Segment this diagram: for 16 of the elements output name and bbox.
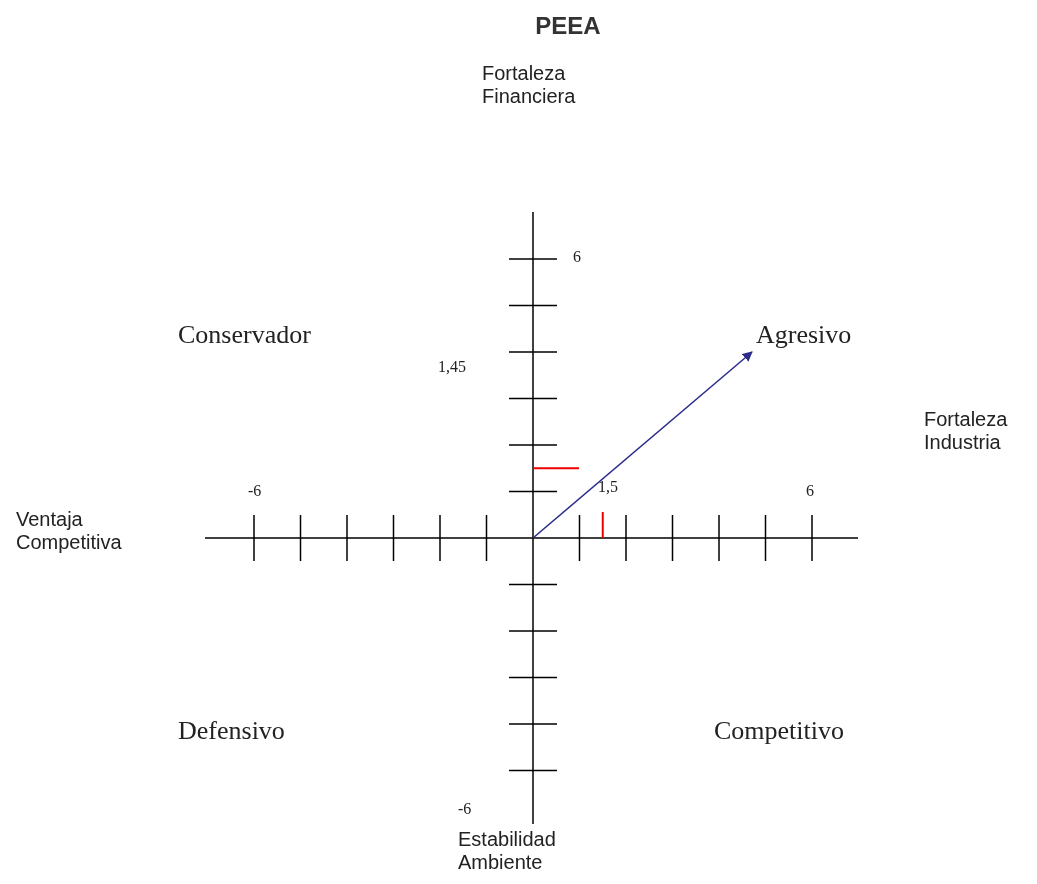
axis-title: Ventaja Competitiva bbox=[16, 508, 123, 554]
tick-label: 6 bbox=[573, 248, 581, 266]
tick-label: -6 bbox=[458, 800, 472, 818]
quadrant-label: Defensivo bbox=[174, 714, 289, 748]
diagram-title: PEEA bbox=[534, 12, 602, 40]
vector-arrow bbox=[532, 351, 753, 539]
quadrant-label: Conservador bbox=[174, 318, 315, 352]
axis-title: Estabilidad Ambiente bbox=[458, 828, 557, 874]
axis-title: Fortaleza Industria bbox=[924, 408, 1009, 454]
tick-label: -6 bbox=[248, 482, 262, 500]
quadrant-label: Competitivo bbox=[710, 714, 848, 748]
tick-label: 6 bbox=[806, 482, 814, 500]
axis-title: Fortaleza Financiera bbox=[482, 62, 577, 108]
tick-label: 1,5 bbox=[598, 478, 618, 496]
tick-label: 1,45 bbox=[438, 358, 466, 376]
quadrant-label: Agresivo bbox=[752, 318, 856, 352]
